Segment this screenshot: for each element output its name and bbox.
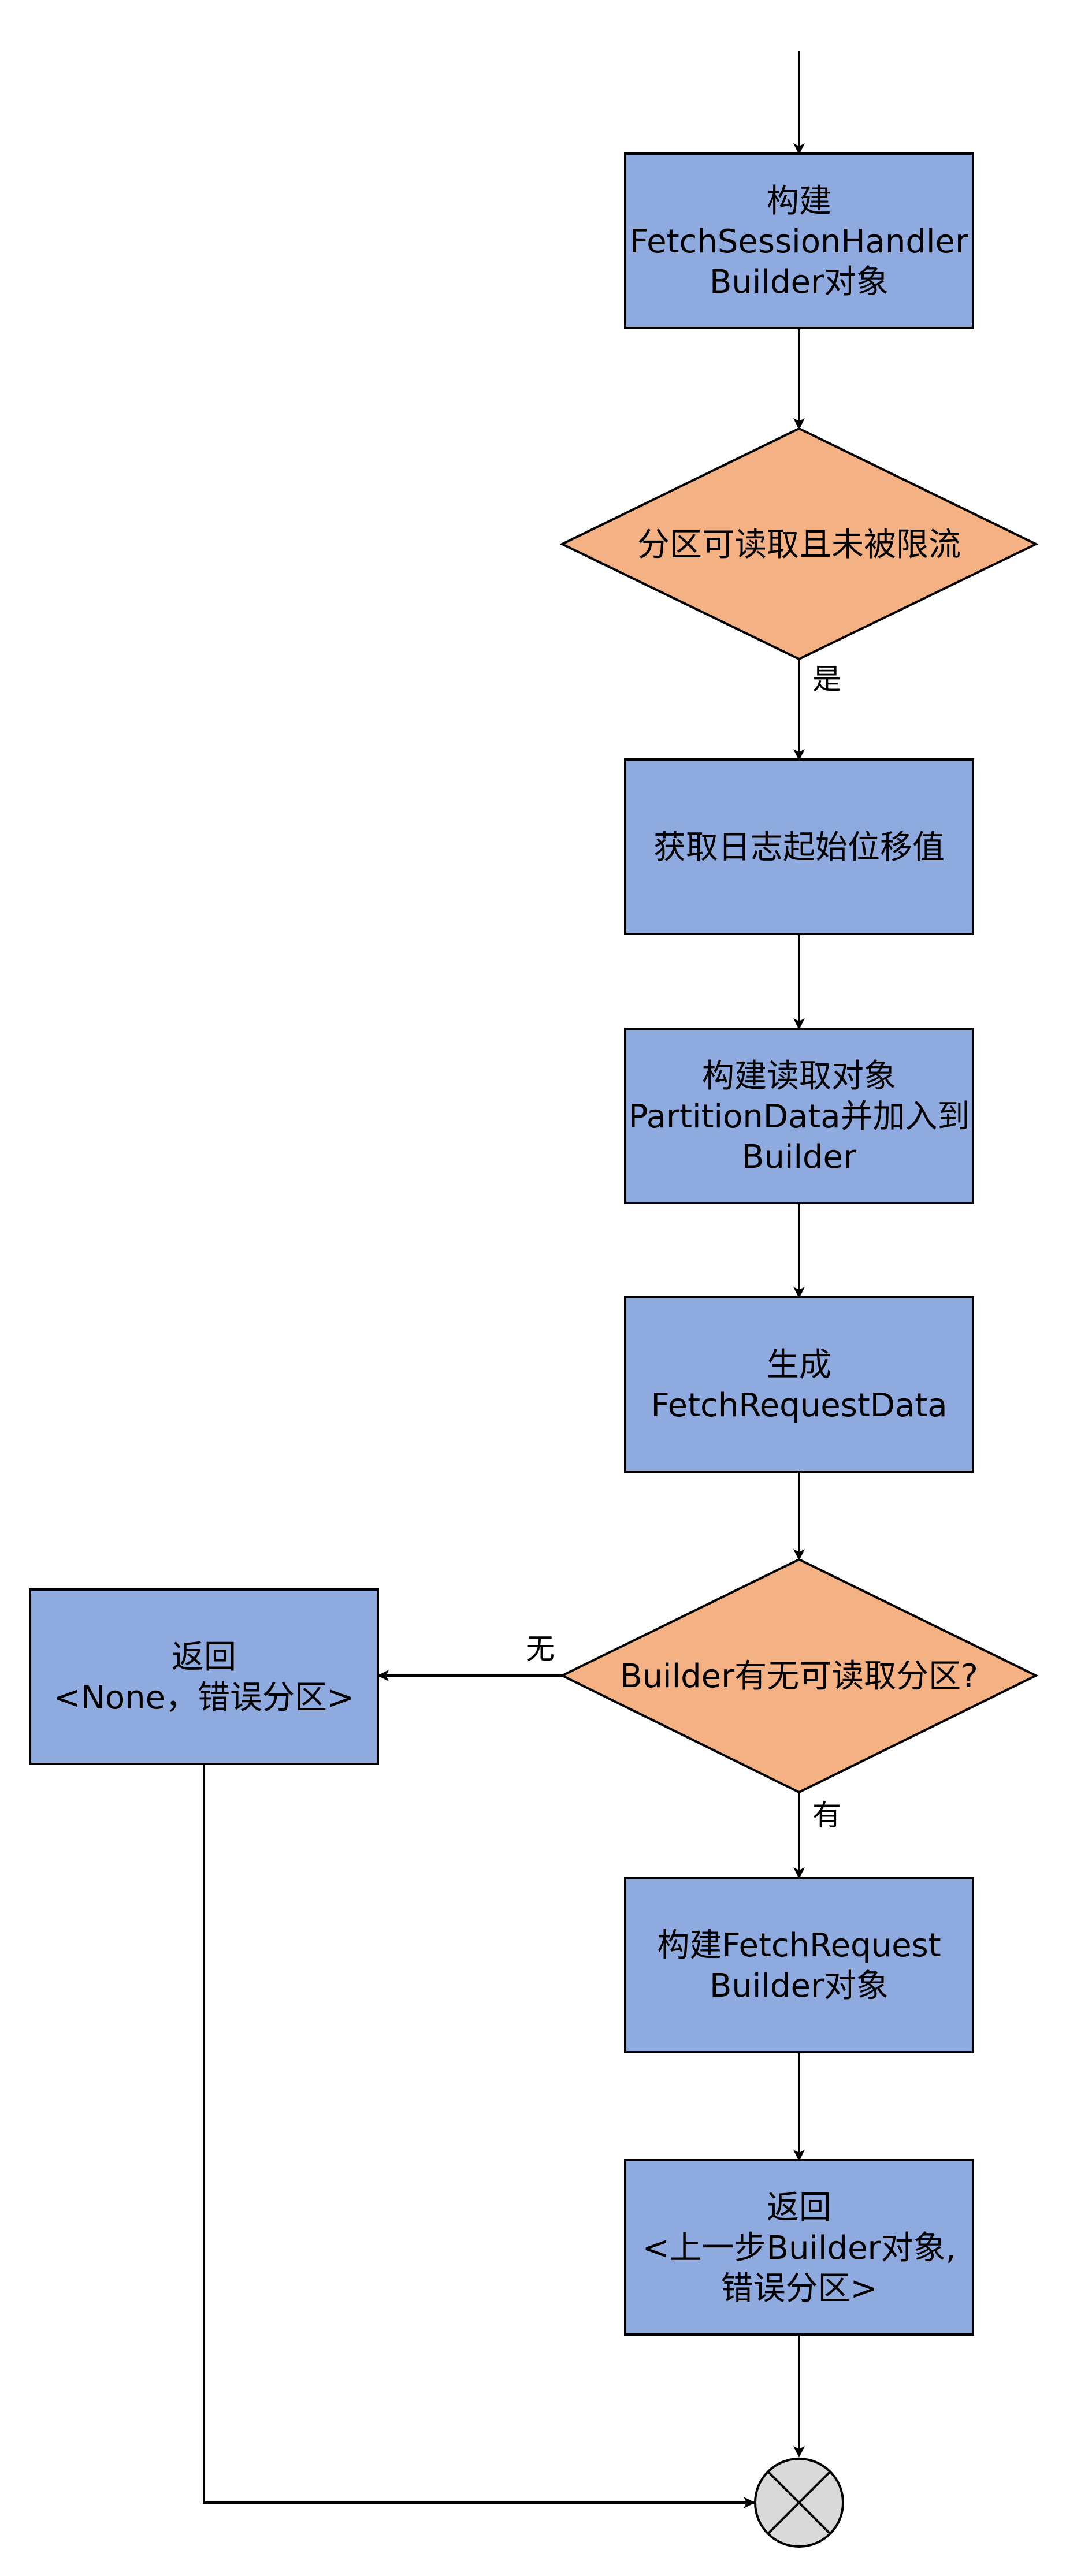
node-label-line: 分区可读取且未被限流 [637, 526, 961, 564]
node-label-line: <上一步Builder对象, [642, 2229, 956, 2267]
node-label-line: 返回 [172, 1639, 236, 1676]
decision-node-builder-has-partition[interactable]: Builder有无可读取分区? [559, 1558, 1039, 1794]
node-label-line: <None，错误分区> [54, 1679, 354, 1717]
node-label-line: FetchSessionHandler [630, 223, 969, 260]
node-label-builder-has-partition: Builder有无可读取分区? [620, 1658, 978, 1695]
decision-node-partition-readable[interactable]: 分区可读取且未被限流 [559, 427, 1039, 661]
node-label-line: 构建FetchRequest [657, 1927, 941, 1964]
node-label-line: Builder [742, 1138, 857, 1176]
node-label-line: 构建 [767, 183, 831, 220]
edge-label-has: 有 [812, 1799, 841, 1832]
edge-label-none: 无 [526, 1632, 555, 1666]
edge-label-yes: 是 [812, 662, 841, 696]
edge-return-none-to-end [203, 1763, 755, 2508]
node-label-return-none: 返回<None，错误分区> [54, 1639, 354, 1717]
node-label-line: FetchRequestData [651, 1387, 947, 1424]
end-node[interactable] [754, 2458, 844, 2548]
process-node-return-builder[interactable]: 返回<上一步Builder对象,错误分区> [624, 2159, 974, 2336]
node-label-return-builder: 返回<上一步Builder对象,错误分区> [642, 2189, 956, 2307]
node-label-partition-readable: 分区可读取且未被限流 [637, 526, 961, 564]
node-label-get-log-start-offset: 获取日志起始位移值 [653, 829, 945, 866]
node-label-line: 获取日志起始位移值 [653, 829, 945, 866]
process-node-return-none[interactable]: 返回<None，错误分区> [29, 1588, 379, 1765]
node-label-line: PartitionData并加入到 [628, 1098, 970, 1136]
process-node-get-log-start-offset[interactable]: 获取日志起始位移值 [624, 758, 974, 935]
node-label-line: Builder对象 [710, 1967, 889, 2005]
node-label-line: 错误分区> [721, 2270, 878, 2307]
node-label-line: Builder对象 [710, 263, 889, 301]
node-label-line: 构建读取对象 [702, 1058, 896, 1095]
circle-x-stroke-b [767, 2470, 831, 2535]
node-label-line: Builder有无可读取分区? [620, 1658, 978, 1695]
node-label-line: 生成 [767, 1346, 831, 1384]
node-label-line: 返回 [767, 2189, 831, 2227]
